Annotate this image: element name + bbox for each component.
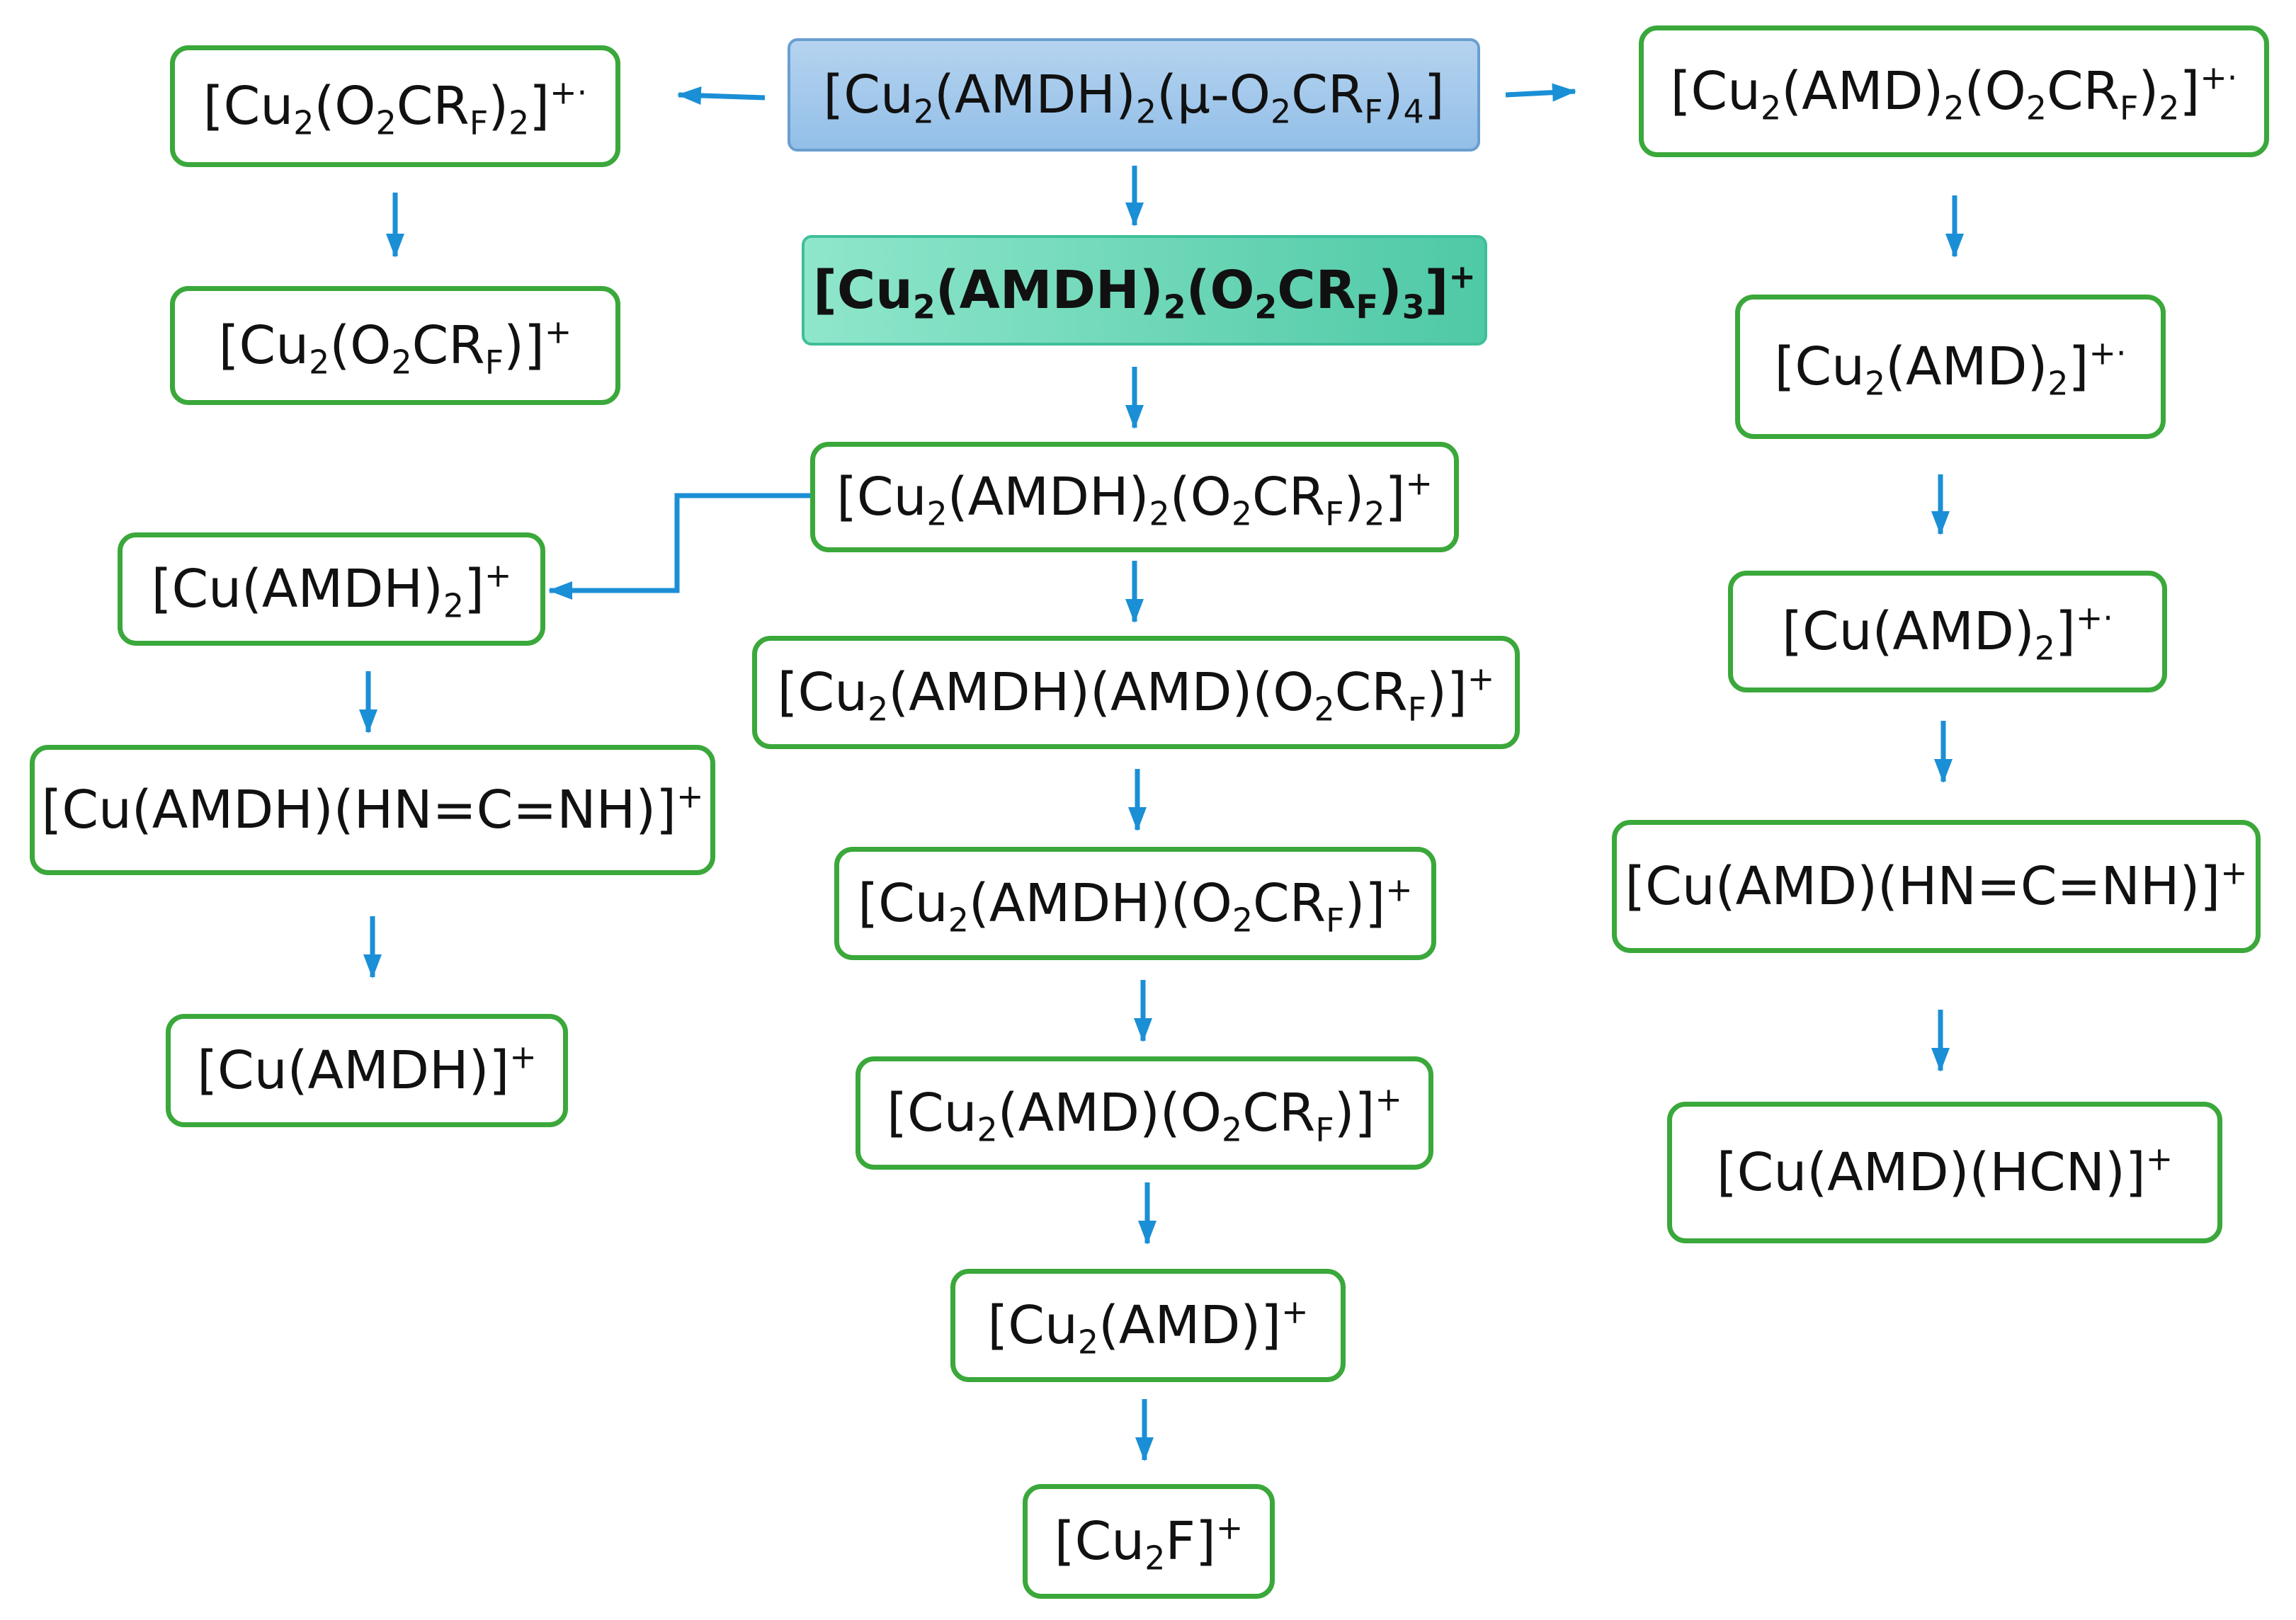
arrow-root-to-r1 [1505,83,1576,102]
node-c2-label: [Cu2(AMDH)2(O2CRF)2]+ [836,464,1433,533]
node-m2-label: [Cu(AMDH)(HN=C=NH)]+ [41,777,704,840]
arrow-c2-to-m1 [548,493,810,600]
node-c7: [Cu2F]+ [1023,1484,1275,1599]
node-m1: [Cu(AMDH)2]+ [118,532,545,646]
node-c6-label: [Cu2(AMD)]+ [987,1292,1309,1362]
node-r3: [Cu(AMD)2]+· [1728,571,2167,692]
node-m2: [Cu(AMDH)(HN=C=NH)]+ [30,745,715,875]
node-c1: [Cu2(AMDH)2(O2CRF)3]+ [802,235,1487,346]
node-r1-label: [Cu2(AMD)2(O2CRF)2]+· [1670,58,2238,127]
node-c6: [Cu2(AMD)]+ [950,1269,1346,1382]
node-c3-label: [Cu2(AMDH)(AMD)(O2CRF)]+ [777,659,1495,729]
node-r4-label: [Cu(AMD)(HN=C=NH)]+ [1625,853,2248,917]
node-r1: [Cu2(AMD)2(O2CRF)2]+· [1639,25,2269,157]
node-root: [Cu2(AMDH)2(μ-O2CRF)4] [788,38,1480,152]
node-c3: [Cu2(AMDH)(AMD)(O2CRF)]+ [752,636,1520,749]
node-c1-label: [Cu2(AMDH)2(O2CRF)3]+ [813,257,1476,326]
node-l2-label: [Cu2(O2CRF)]+ [218,312,572,382]
node-c5-label: [Cu2(AMD)(O2CRF)]+ [887,1080,1402,1149]
node-r2: [Cu2(AMD)2]+· [1735,295,2166,439]
node-c5: [Cu2(AMD)(O2CRF)]+ [856,1056,1433,1170]
node-r3-label: [Cu(AMD)2]+· [1782,598,2113,668]
node-l2: [Cu2(O2CRF)]+ [170,286,620,405]
node-m3: [Cu(AMDH)]+ [166,1014,568,1127]
node-m1-label: [Cu(AMDH)2]+ [151,556,512,625]
node-c7-label: [Cu2F]+ [1054,1508,1244,1578]
node-c4-label: [Cu2(AMDH)(O2CRF)]+ [858,870,1413,940]
node-root-label: [Cu2(AMDH)2(μ-O2CRF)4] [823,64,1445,131]
node-r2-label: [Cu2(AMD)2]+· [1774,333,2127,403]
node-l1: [Cu2(O2CRF)2]+· [170,45,620,167]
node-r5-label: [Cu(AMD)(HCN)]+ [1716,1139,2173,1203]
node-m3-label: [Cu(AMDH)]+ [197,1037,537,1101]
node-r5: [Cu(AMD)(HCN)]+ [1667,1102,2222,1243]
node-r4: [Cu(AMD)(HN=C=NH)]+ [1612,820,2261,953]
node-c2: [Cu2(AMDH)2(O2CRF)2]+ [810,442,1459,552]
arrow-root-to-l1 [677,86,766,105]
node-l1-label: [Cu2(O2CRF)2]+· [203,73,588,142]
node-c4: [Cu2(AMDH)(O2CRF)]+ [834,847,1436,960]
